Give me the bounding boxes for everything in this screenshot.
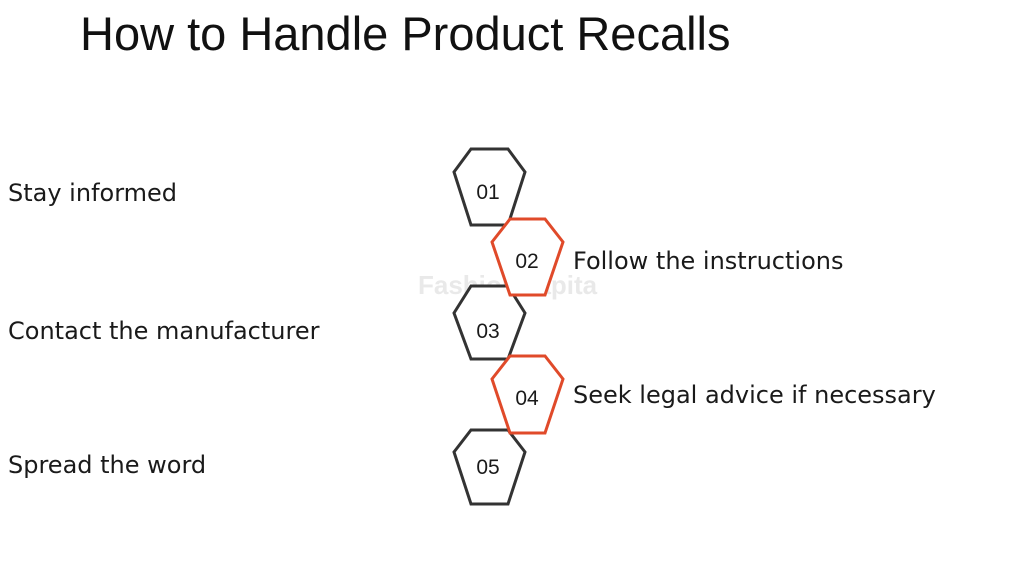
step-label-stay-informed: Stay informed	[8, 179, 178, 207]
step-hexagon-01: 01	[452, 147, 527, 227]
step-hexagon-03: 03	[452, 284, 527, 361]
hexagon-outline	[452, 284, 527, 361]
step-label-seek-legal-advice: Seek legal advice if necessary	[573, 381, 936, 409]
step-number: 05	[476, 456, 499, 479]
step-number: 02	[515, 250, 538, 273]
hexagon-outline	[490, 354, 565, 435]
hexagon-outline	[490, 217, 565, 297]
step-number: 04	[515, 387, 539, 410]
step-number: 03	[476, 320, 499, 343]
hexagon-outline	[452, 147, 527, 227]
step-hexagon-02: 02	[490, 217, 565, 297]
page-title: How to Handle Product Recalls	[80, 7, 731, 60]
step-label-follow-instructions: Follow the instructions	[573, 247, 844, 275]
step-hexagon-04: 04	[490, 354, 565, 435]
hexagon-outline	[452, 428, 527, 506]
step-number: 01	[476, 181, 499, 204]
step-label-spread-the-word: Spread the word	[8, 451, 207, 479]
step-label-contact-manufacturer: Contact the manufacturer	[8, 317, 320, 345]
step-hexagon-05: 05	[452, 428, 527, 506]
